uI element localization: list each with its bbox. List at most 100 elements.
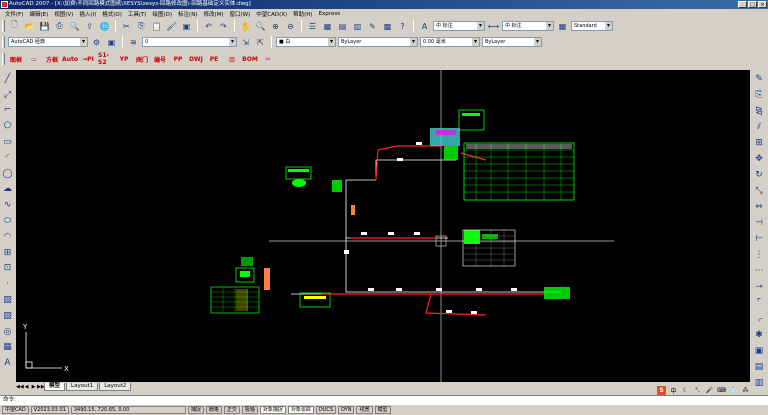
make-current-layer-icon[interactable]: ⇲ bbox=[242, 37, 249, 47]
open-file-icon[interactable]: 📂 bbox=[24, 21, 35, 31]
tab-last-button[interactable]: ▶▶ bbox=[37, 383, 45, 390]
print-icon[interactable]: ⎙ bbox=[56, 21, 63, 30]
minimize-button[interactable]: _ bbox=[738, 1, 747, 8]
layer-manager-icon[interactable]: ≋ bbox=[130, 37, 137, 47]
menu-modify[interactable]: 修改(M) bbox=[203, 11, 224, 18]
menu-window[interactable]: 窗口(W) bbox=[229, 11, 251, 18]
block-editor-icon[interactable]: ▣ bbox=[182, 21, 191, 31]
plugin-button-dwj[interactable]: DWJ bbox=[189, 55, 203, 63]
linetype-select[interactable]: ByLayer bbox=[338, 37, 418, 47]
undo-icon[interactable]: ↶ bbox=[205, 21, 212, 31]
arc-icon[interactable]: ◜ bbox=[5, 152, 10, 163]
mtext-icon[interactable]: A bbox=[4, 358, 11, 369]
chamfer-icon[interactable]: ⌜ bbox=[756, 298, 762, 308]
make-block-icon[interactable]: ⊡ bbox=[3, 263, 12, 274]
plugin-button-frame[interactable]: 图框 bbox=[9, 56, 22, 64]
sheet-set-icon[interactable]: ▥ bbox=[353, 21, 362, 31]
toolbar-grip[interactable] bbox=[2, 53, 5, 65]
workspace-save-icon[interactable]: ▣ bbox=[107, 37, 116, 47]
break-icon[interactable]: ⋯ bbox=[754, 266, 764, 276]
punctuation-icon[interactable]: °, bbox=[695, 387, 700, 394]
polyline-icon[interactable]: ⌐ bbox=[3, 105, 12, 116]
break-at-point-icon[interactable]: ⋮ bbox=[754, 250, 764, 260]
menu-help[interactable]: 帮助(H) bbox=[293, 11, 313, 18]
menu-edit[interactable]: 编辑(E) bbox=[29, 11, 49, 18]
line-icon[interactable]: ╱ bbox=[4, 73, 11, 84]
tab-layout2[interactable]: Layout2 bbox=[99, 382, 132, 391]
scale-icon[interactable]: ⤡ bbox=[755, 186, 763, 196]
menu-draw[interactable]: 绘图(D) bbox=[152, 11, 173, 18]
plugin-button-bom[interactable]: BOM bbox=[242, 55, 258, 63]
tool-palettes-icon[interactable]: ▤ bbox=[338, 21, 347, 31]
gradient-icon[interactable]: ▧ bbox=[3, 310, 12, 321]
redo-icon[interactable]: ↷ bbox=[220, 21, 227, 31]
print-preview-icon[interactable]: 🔍 bbox=[69, 21, 80, 31]
shirt-icon[interactable]: 👕 bbox=[729, 387, 738, 394]
ellipse-icon[interactable]: ⬭ bbox=[3, 216, 12, 227]
moon-icon[interactable]: ☾ bbox=[682, 387, 689, 394]
plotstyle-select[interactable]: ByLayer bbox=[482, 37, 542, 47]
plugin-button-box[interactable]: 方框 bbox=[45, 56, 58, 64]
dyn-toggle[interactable]: DYN bbox=[338, 406, 355, 414]
zoom-window-icon[interactable]: ⊕ bbox=[272, 21, 279, 31]
app-icon[interactable] bbox=[1, 1, 8, 8]
rectangle-icon[interactable]: ▭ bbox=[3, 137, 12, 148]
drawing-canvas[interactable]: Y X bbox=[16, 70, 750, 382]
circle-icon[interactable]: ◯ bbox=[2, 168, 13, 179]
properties-icon[interactable]: ☰ bbox=[308, 21, 317, 31]
microphone-icon[interactable]: 🎤 bbox=[705, 387, 714, 394]
toolbar-extra-1-icon[interactable]: ▣ bbox=[754, 346, 764, 356]
otrack-toggle[interactable]: 对象追踪 bbox=[287, 406, 314, 414]
chinese-mode-icon[interactable]: 中 bbox=[670, 388, 677, 395]
mirror-icon[interactable]: ⧎ bbox=[755, 106, 763, 116]
copy-object-icon[interactable]: ⎘ bbox=[755, 90, 763, 100]
menu-express[interactable]: Express bbox=[318, 10, 341, 17]
keyboard-icon[interactable]: ⌨ bbox=[717, 387, 726, 394]
menu-format[interactable]: 格式(O) bbox=[102, 11, 122, 18]
command-line[interactable]: 命令: bbox=[0, 395, 768, 405]
copy-icon[interactable]: ⎘ bbox=[138, 21, 145, 30]
dim-style-icon[interactable]: ⟷ bbox=[487, 21, 500, 31]
menu-tools[interactable]: 工具(T) bbox=[127, 11, 147, 18]
rotate-icon[interactable]: ↻ bbox=[755, 170, 763, 180]
zoom-realtime-icon[interactable]: 🔍 bbox=[255, 21, 266, 31]
toolbar-extra-2-icon[interactable]: ▤ bbox=[754, 362, 764, 372]
design-center-icon[interactable]: ▦ bbox=[323, 21, 332, 31]
plugin-button-pi[interactable]: →PI bbox=[82, 55, 94, 63]
save-icon[interactable]: 💾 bbox=[39, 21, 50, 31]
table-icon[interactable]: ▦ bbox=[3, 342, 12, 353]
cut-icon[interactable]: ✂ bbox=[123, 21, 130, 31]
grid-toggle[interactable]: 栅格 bbox=[205, 406, 222, 414]
ellipse-arc-icon[interactable]: ◠ bbox=[3, 231, 12, 242]
toolbar-extra-3-icon[interactable]: ▥ bbox=[754, 378, 764, 388]
color-select[interactable]: ■ 白 bbox=[276, 37, 336, 47]
fillet-icon[interactable]: ⌌ bbox=[755, 314, 763, 324]
tab-first-button[interactable]: ◀◀ bbox=[16, 383, 24, 390]
construction-line-icon[interactable]: ⤢ bbox=[3, 89, 12, 100]
menu-file[interactable]: 文件(F) bbox=[5, 11, 24, 18]
plugin-button-yp[interactable]: YP bbox=[119, 55, 129, 63]
plugin-button-table[interactable]: ▥ bbox=[229, 55, 235, 63]
tab-prev-button[interactable]: ◀ bbox=[24, 383, 29, 390]
toolbar-grip[interactable] bbox=[2, 36, 5, 48]
revision-cloud-icon[interactable]: ☁ bbox=[3, 184, 12, 195]
paste-icon[interactable]: 📋 bbox=[151, 21, 162, 31]
help-icon[interactable]: ? bbox=[400, 21, 405, 31]
erase-icon[interactable]: ✎ bbox=[755, 74, 763, 84]
globe-icon[interactable]: 🌐 bbox=[99, 21, 110, 31]
offset-icon[interactable]: ⫽ bbox=[756, 122, 761, 132]
ime-icon[interactable]: S bbox=[657, 386, 666, 395]
insert-block-icon[interactable]: ⊞ bbox=[3, 247, 12, 258]
polar-toggle[interactable]: 极轴 bbox=[241, 406, 258, 414]
layer-select[interactable]: 0 bbox=[142, 37, 237, 47]
text-style-icon[interactable]: A bbox=[421, 21, 428, 31]
table-style-select[interactable]: Standard bbox=[571, 21, 613, 31]
toolbar-grip[interactable] bbox=[2, 20, 5, 32]
plugin-button-cut[interactable]: ✂ bbox=[265, 55, 271, 63]
ortho-toggle[interactable]: 正交 bbox=[223, 406, 240, 414]
osnap-toggle[interactable]: 对象捕捉 bbox=[259, 406, 286, 414]
table-style-icon[interactable]: ▦ bbox=[558, 21, 567, 31]
menu-insert[interactable]: 插入(I) bbox=[79, 11, 97, 18]
coordinates-display[interactable]: 3490.15, 720.65, 0.00 bbox=[70, 406, 186, 414]
menu-view[interactable]: 视图(V) bbox=[54, 11, 74, 18]
